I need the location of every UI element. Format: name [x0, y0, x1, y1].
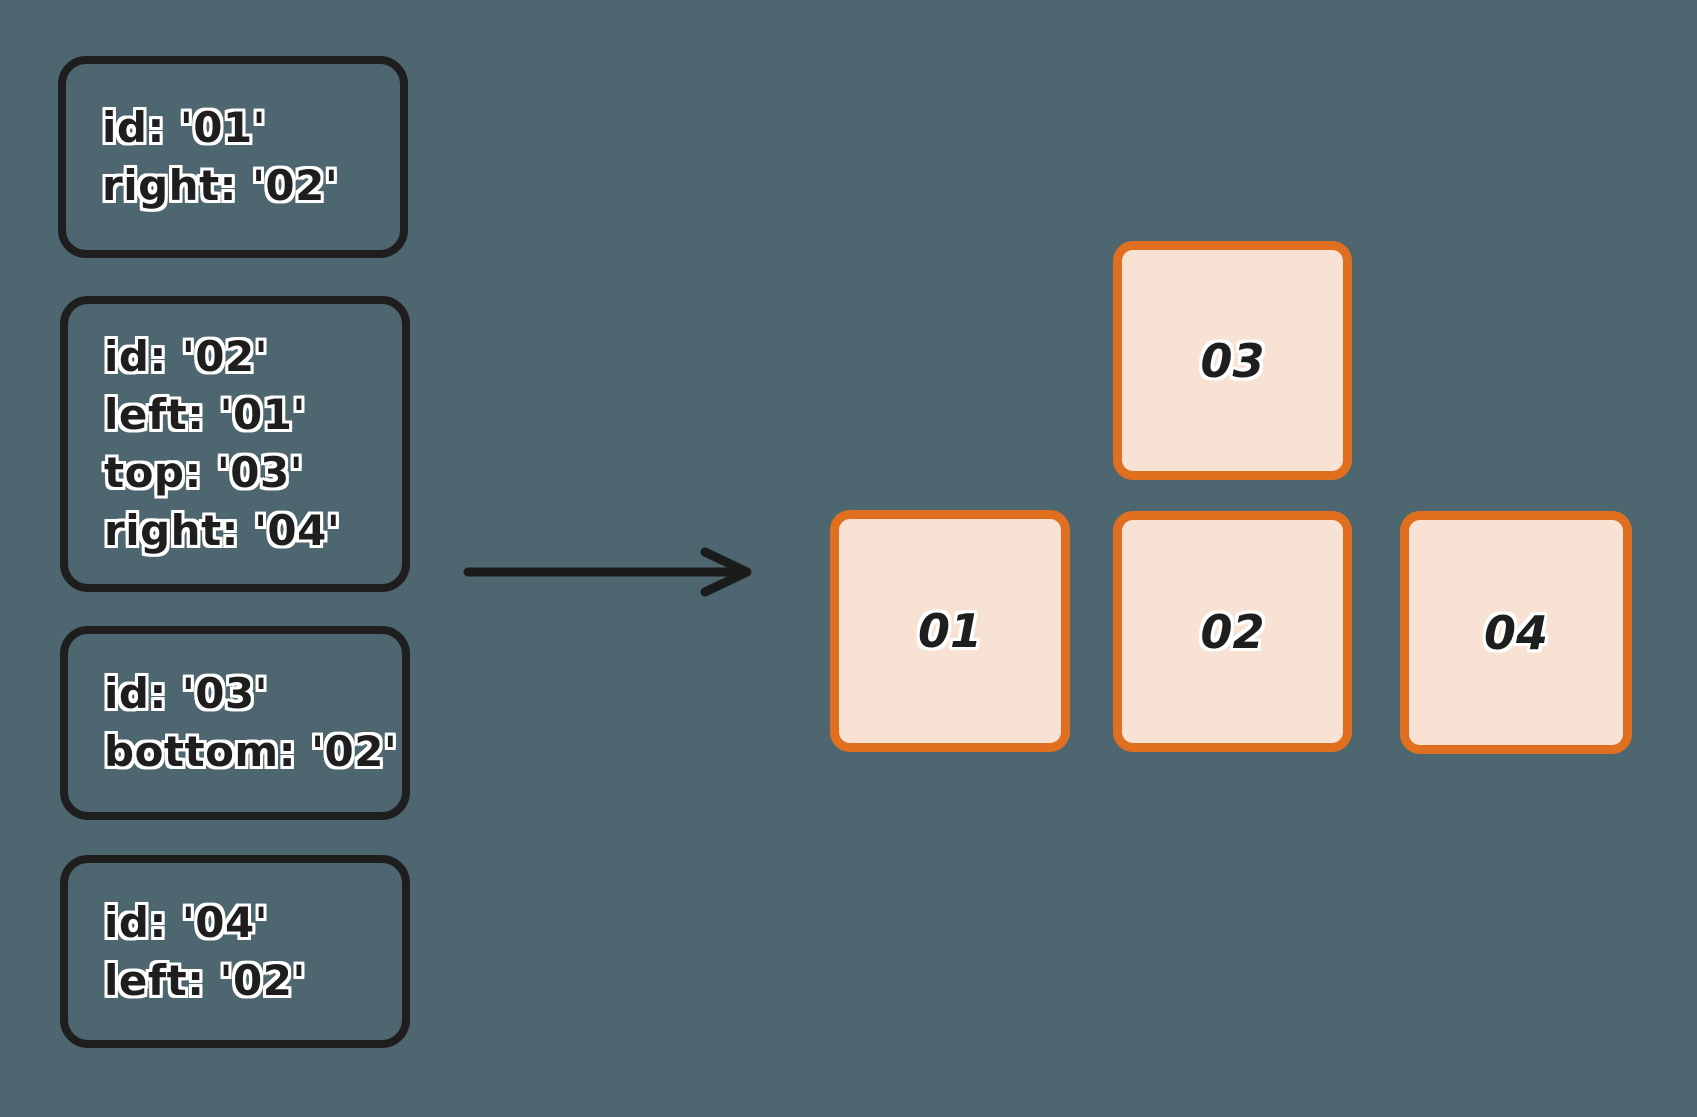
definition-card-03: id: '03' bottom: '02' — [60, 626, 410, 820]
card-line-id: id: '01' — [102, 103, 267, 152]
definition-card-04: id: '04' left: '02' — [60, 855, 410, 1048]
arrow-right-icon — [463, 547, 752, 597]
layout-tile-01: 01 — [830, 510, 1070, 752]
card-line-right: right: '02' — [102, 161, 339, 210]
definition-card-02: id: '02' left: '01' top: '03' right: '04… — [60, 296, 410, 592]
tile-label: 04 — [1483, 605, 1548, 660]
card-line-right: right: '04' — [104, 506, 341, 555]
card-line-id: id: '02' — [104, 332, 269, 381]
card-line-id: id: '04' — [104, 897, 269, 947]
layout-tile-04: 04 — [1400, 511, 1632, 754]
card-line-left: left: '02' — [104, 955, 306, 1005]
tile-label: 01 — [917, 604, 982, 658]
card-line-id: id: '03' — [104, 669, 269, 718]
card-line-bottom: bottom: '02' — [104, 727, 398, 776]
card-line-top: top: '03' — [104, 448, 304, 497]
layout-tile-02: 02 — [1113, 511, 1352, 752]
tile-label: 02 — [1200, 604, 1265, 659]
tile-label: 03 — [1200, 333, 1265, 388]
definition-card-01: id: '01' right: '02' — [58, 56, 408, 258]
card-line-left: left: '01' — [104, 390, 306, 439]
layout-tile-03: 03 — [1113, 241, 1352, 480]
